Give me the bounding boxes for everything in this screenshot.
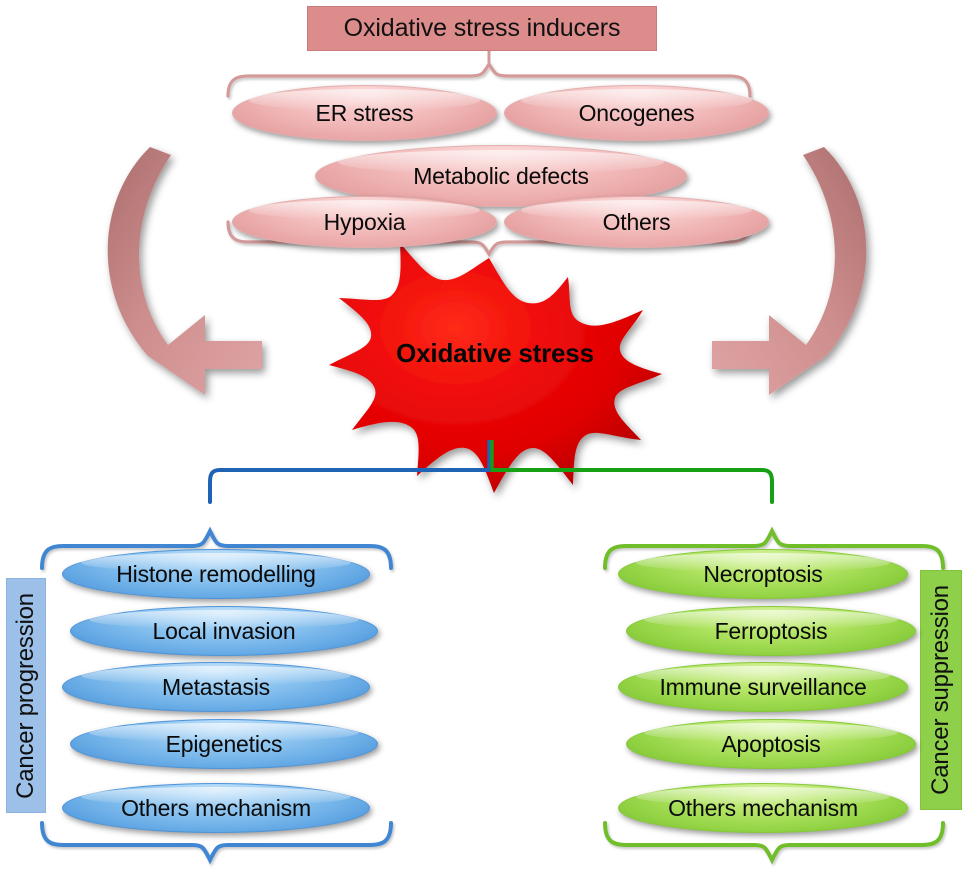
suppression-others-mechanism[interactable]: Others mechanism [618,783,908,833]
inducer-hypoxia[interactable]: Hypoxia [232,196,497,248]
inducer-oncogenes[interactable]: Oncogenes [504,85,769,141]
suppression-ferroptosis[interactable]: Ferroptosis [626,606,916,656]
inducer-others[interactable]: Others [504,196,769,248]
header-label: Oxidative stress inducers [343,14,621,42]
inducer-others-label: Others [602,208,671,235]
progression-others-mechanism[interactable]: Others mechanism [62,783,370,833]
inducer-hypoxia-label: Hypoxia [323,208,406,235]
progression-histone-remodelling[interactable]: Histone remodelling [62,549,370,599]
cancer-suppression-text: Cancer suppression [927,585,955,795]
suppression-ferroptosis-label: Ferroptosis [714,617,828,644]
progression-local-invasion[interactable]: Local invasion [70,606,378,656]
cancer-progression-side-label: Cancer progression [6,578,46,813]
inducer-er-stress[interactable]: ER stress [232,85,497,141]
progression-epigenetics[interactable]: Epigenetics [70,719,378,769]
right-feedback-arrow [712,147,867,395]
oxidative-stress-inducers-header: Oxidative stress inducers [307,6,657,51]
suppression-immune-surveillance-label: Immune surveillance [659,673,867,700]
progression-epigenetics-label: Epigenetics [165,730,283,757]
oxidative-stress-burst-label: Oxidative stress [396,338,594,368]
progression-histone-remodelling-label: Histone remodelling [116,560,316,587]
suppression-others-mechanism-label: Others mechanism [668,794,858,821]
cancer-progression-text: Cancer progression [12,592,39,799]
progression-others-mechanism-label: Others mechanism [121,794,311,821]
left-feedback-arrow [107,147,262,395]
green-branch-connector [490,468,774,504]
progression-local-invasion-label: Local invasion [152,617,296,644]
blue-branch-connector [208,468,491,504]
suppression-apoptosis-label: Apoptosis [721,730,821,757]
inducer-metabolic-defects-label: Metabolic defects [413,162,589,189]
suppression-apoptosis[interactable]: Apoptosis [626,719,916,769]
cancer-suppression-side-label: Cancer suppression [920,570,962,810]
inducer-oncogenes-label: Oncogenes [578,99,695,126]
suppression-necroptosis[interactable]: Necroptosis [618,549,908,599]
progression-metastasis[interactable]: Metastasis [62,662,370,712]
suppression-immune-surveillance[interactable]: Immune surveillance [618,662,908,712]
progression-metastasis-label: Metastasis [162,673,270,700]
suppression-necroptosis-label: Necroptosis [703,560,823,587]
inducer-er-stress-label: ER stress [315,99,414,126]
